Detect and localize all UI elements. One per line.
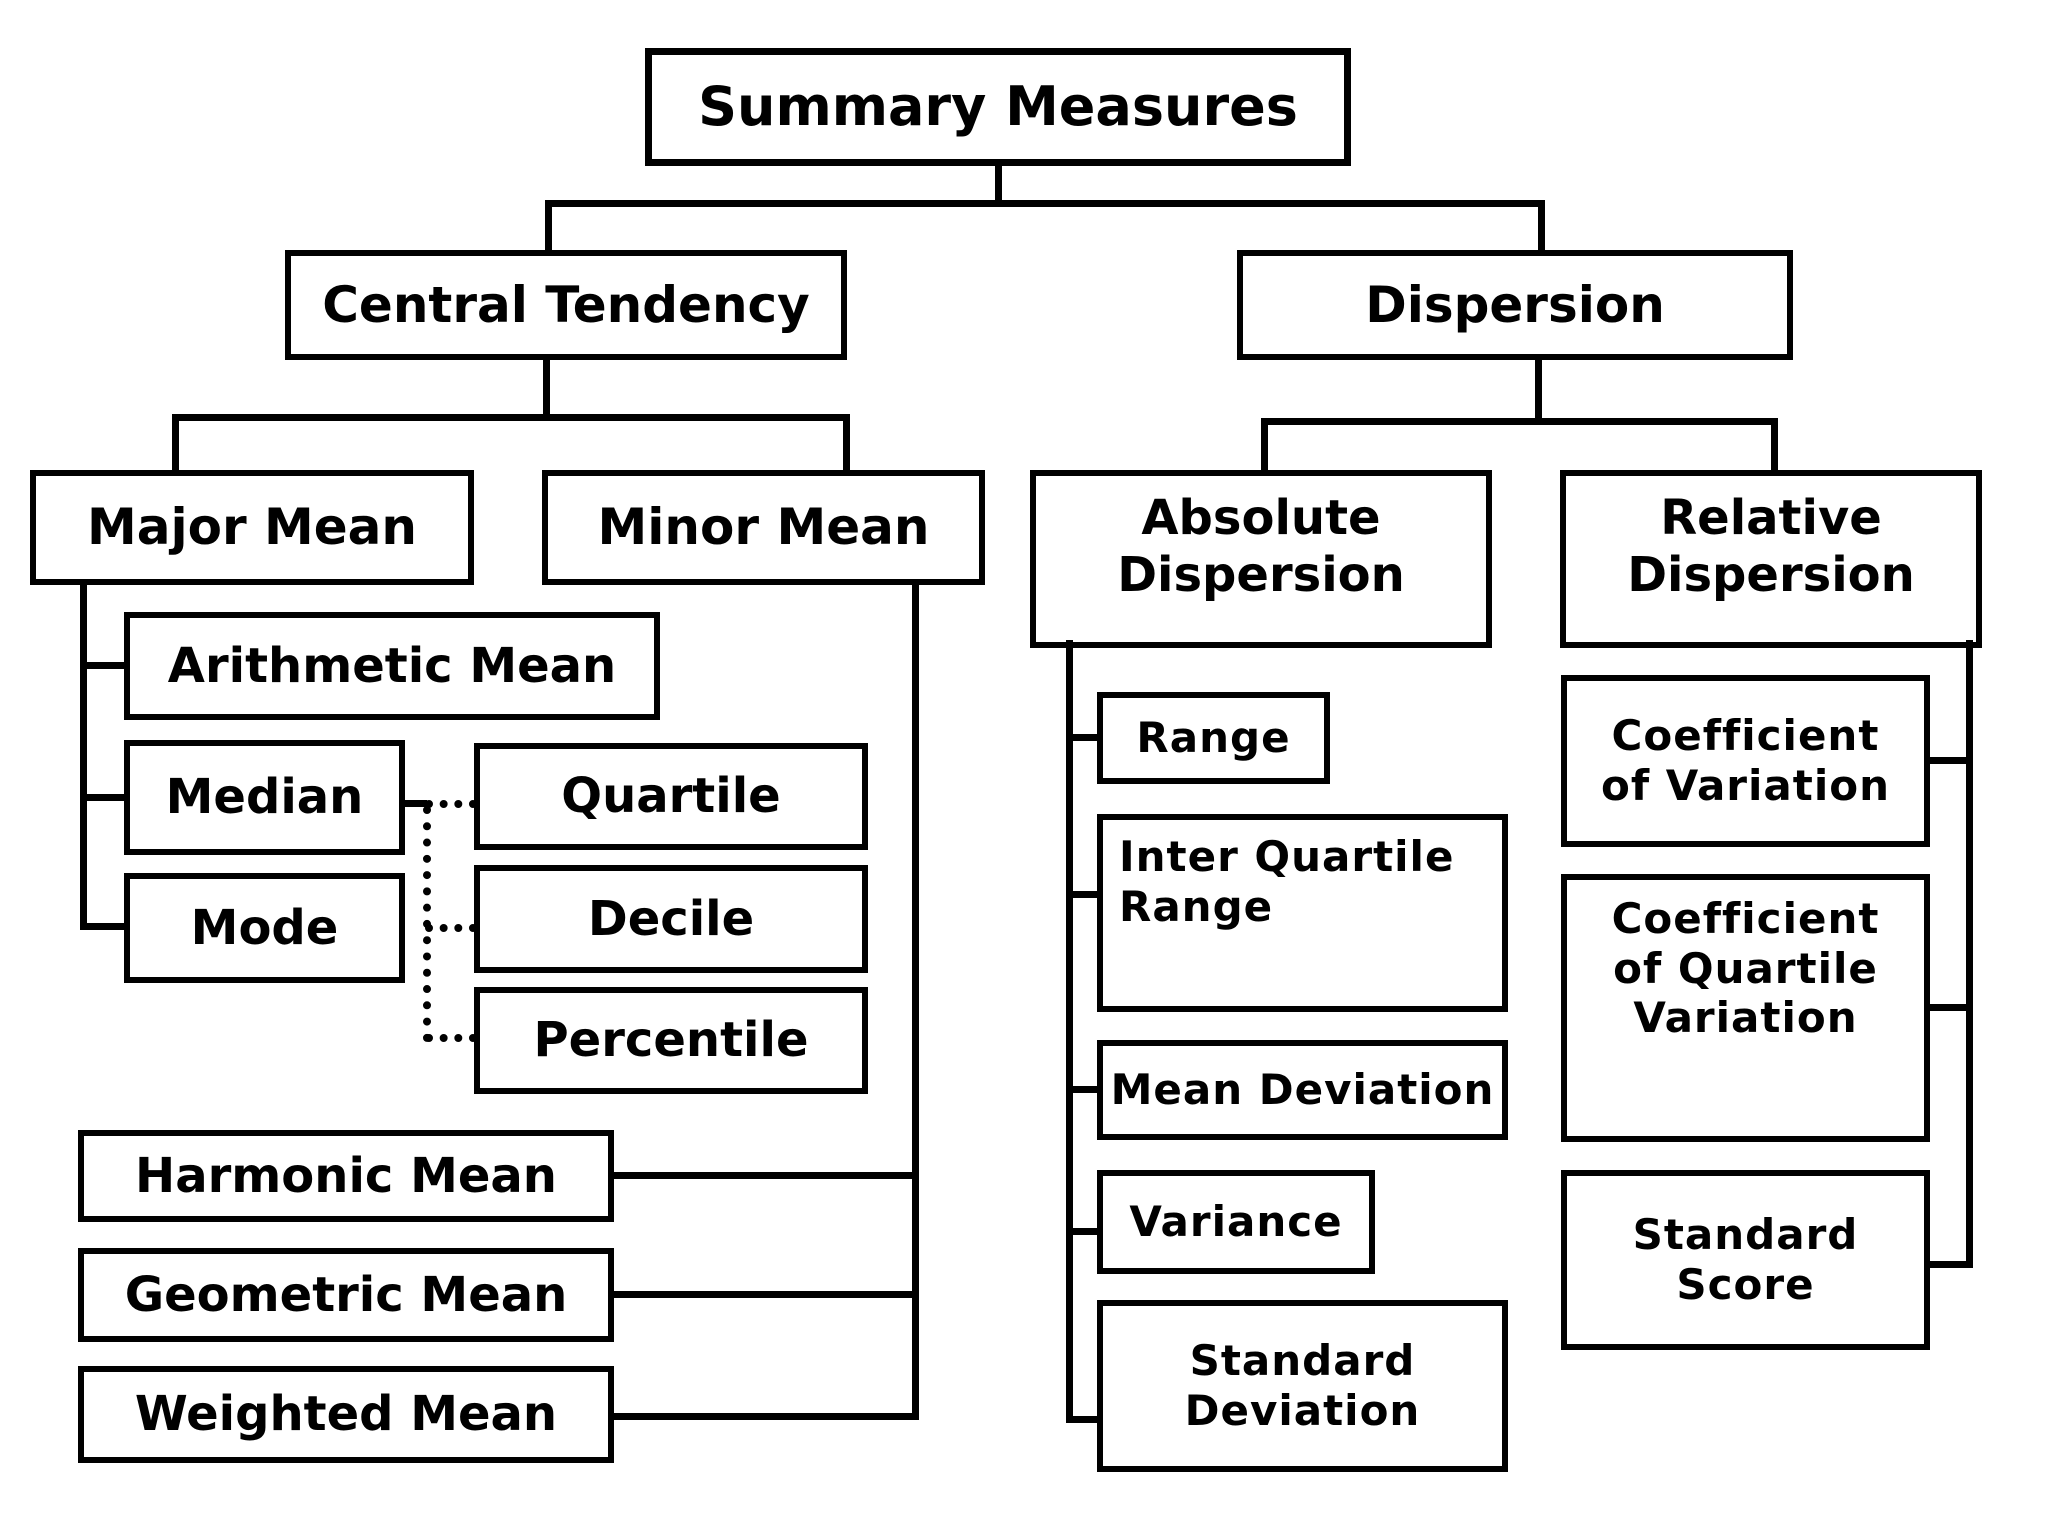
node-weighted-mean: Weighted Mean [78, 1366, 614, 1463]
node-standard-deviation: Standard Deviation [1097, 1300, 1508, 1472]
node-major-mean: Major Mean [30, 470, 474, 585]
node-label: Variance [1129, 1197, 1343, 1247]
node-label: Summary Measures [698, 75, 1298, 139]
connector-median-stub [80, 794, 130, 801]
connector-meandev-stub [1066, 1086, 1102, 1093]
node-label: Standard Score [1632, 1210, 1859, 1309]
node-arithmetic-mean: Arithmetic Mean [124, 612, 660, 720]
connector-variance-stub [1066, 1228, 1102, 1235]
connector-range-stub [1066, 734, 1102, 741]
node-label: Harmonic Mean [135, 1147, 557, 1204]
connector-iqr-stub [1066, 891, 1102, 898]
node-decile: Decile [474, 865, 868, 973]
node-label: Median [165, 769, 364, 826]
connector-absolute-spine [1066, 640, 1073, 1423]
node-label: Weighted Mean [134, 1386, 558, 1443]
node-coefficient-of-variation: Coefficient of Variation [1561, 675, 1930, 847]
connector-stdscore-stub [1926, 1261, 1970, 1268]
node-summary-measures: Summary Measures [645, 48, 1351, 166]
node-standard-score: Standard Score [1561, 1170, 1930, 1350]
connector-minor-drop [843, 414, 850, 474]
node-range: Range [1097, 692, 1330, 784]
connector-arithmetic-stub [80, 662, 130, 669]
node-label: Geometric Mean [124, 1266, 568, 1323]
node-quartile: Quartile [474, 743, 868, 850]
connector-central-drop [545, 200, 552, 254]
connector-harmonic-stub [610, 1172, 919, 1179]
connector-major-drop [172, 414, 179, 474]
connector-percentile-dotted-stub [425, 1034, 477, 1042]
connector-summary-stem [995, 160, 1002, 204]
node-percentile: Percentile [474, 987, 868, 1094]
connector-mode-stub [80, 923, 130, 930]
node-label: Standard Deviation [1184, 1336, 1421, 1435]
node-central-tendency: Central Tendency [285, 250, 847, 360]
node-label: Major Mean [86, 498, 418, 556]
node-harmonic-mean: Harmonic Mean [78, 1130, 614, 1222]
node-relative-dispersion: Relative Dispersion [1560, 470, 1982, 648]
node-label: Quartile [561, 768, 781, 825]
node-inter-quartile-range: Inter Quartile Range [1097, 814, 1508, 1012]
connector-relative-spine [1966, 640, 1973, 1268]
node-mean-deviation: Mean Deviation [1097, 1040, 1508, 1140]
connector-weighted-stub [610, 1413, 919, 1420]
node-label: Central Tendency [322, 275, 810, 334]
node-label: Percentile [533, 1012, 809, 1069]
connector-relative-drop [1771, 418, 1778, 474]
connector-median-dotted-anchor [403, 800, 427, 807]
connector-geometric-stub [610, 1291, 919, 1298]
connector-dispersion-stem [1535, 354, 1542, 420]
node-coefficient-of-quartile-variation: Coefficient of Quartile Variation [1561, 874, 1930, 1142]
node-geometric-mean: Geometric Mean [78, 1248, 614, 1342]
node-mode: Mode [124, 873, 405, 983]
node-absolute-dispersion: Absolute Dispersion [1030, 470, 1492, 648]
node-label: Dispersion [1365, 275, 1665, 334]
node-label: Coefficient of Variation [1601, 711, 1890, 810]
connector-dispersion-drop [1538, 200, 1545, 254]
node-minor-mean: Minor Mean [542, 470, 985, 585]
connector-coefquart-stub [1926, 1004, 1970, 1011]
node-median: Median [124, 740, 405, 855]
connector-major-spine [80, 580, 87, 930]
connector-absolute-drop [1261, 418, 1268, 474]
node-label: Mode [190, 899, 339, 956]
node-label: Coefficient of Quartile Variation [1611, 894, 1880, 1043]
connector-central-stem [543, 354, 550, 418]
node-label: Inter Quartile Range [1119, 832, 1455, 931]
node-label: Range [1136, 713, 1291, 763]
node-label: Absolute Dispersion [1117, 490, 1405, 603]
connector-central-bus [172, 414, 850, 421]
connector-quartile-dotted-stub [425, 800, 477, 808]
node-label: Relative Dispersion [1627, 490, 1915, 603]
connector-dispersion-bus [1261, 418, 1778, 425]
connector-level1-bus [545, 200, 1545, 207]
node-variance: Variance [1097, 1170, 1375, 1274]
connector-decile-dotted-stub [425, 924, 477, 932]
node-dispersion: Dispersion [1237, 250, 1793, 360]
node-label: Decile [587, 890, 755, 947]
connector-minor-spine [912, 580, 919, 1420]
connector-coefvar-stub [1926, 757, 1970, 764]
node-label: Arithmetic Mean [167, 637, 617, 694]
connector-stddev-stub [1066, 1416, 1102, 1423]
node-label: Minor Mean [597, 498, 930, 556]
node-label: Mean Deviation [1110, 1065, 1495, 1115]
